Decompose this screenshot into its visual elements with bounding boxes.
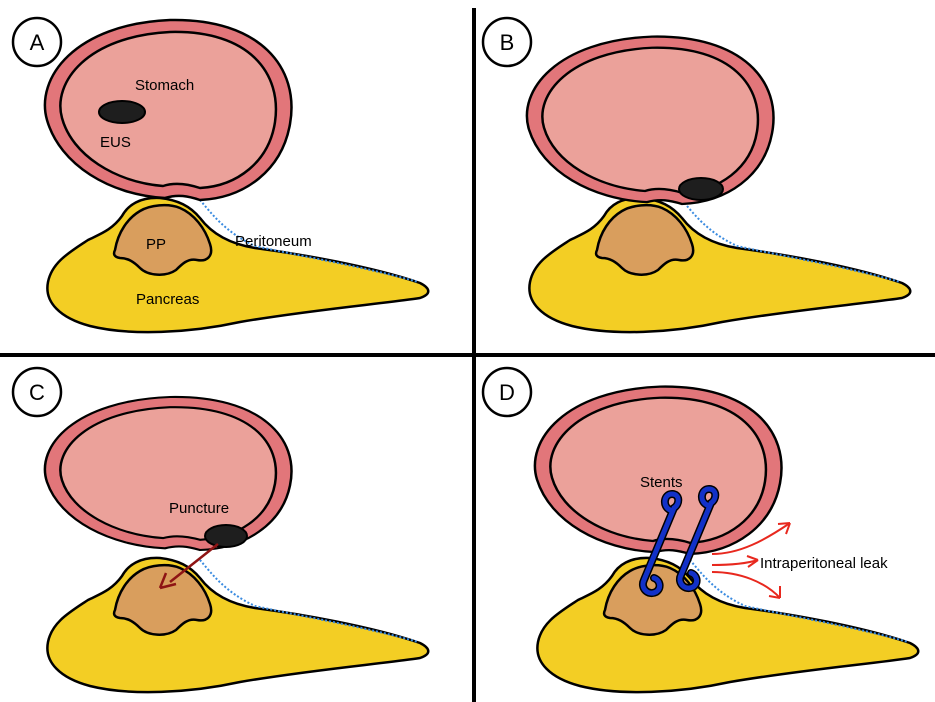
pancreas (47, 198, 428, 332)
pancreas (47, 558, 428, 692)
puncture-label: Puncture (169, 500, 229, 517)
eus-probe (99, 101, 145, 123)
panel-b: B (483, 18, 910, 332)
pancreas-label: Pancreas (136, 291, 199, 308)
eus-label: EUS (100, 134, 131, 151)
panel-letter: A (30, 30, 45, 55)
panel-letter: D (499, 380, 515, 405)
panel-letter: C (29, 380, 45, 405)
stomach-label: Stomach (135, 77, 194, 94)
leak-label: Intraperitoneal leak (760, 555, 888, 572)
panel-d: D Stents Intraperitoneal leak (483, 368, 918, 692)
panel-letter: B (500, 30, 515, 55)
leak-arrow-lower (712, 572, 780, 598)
eus-probe (205, 525, 247, 547)
pp-label: PP (146, 236, 166, 253)
pancreas (537, 558, 918, 692)
eus-probe (679, 178, 723, 200)
peritoneum-label: Peritoneum (235, 233, 312, 250)
pancreas (529, 198, 910, 332)
panel-a: A Stomach EUS PP Peritoneum Pancreas (13, 18, 428, 332)
panel-c: C Puncture (13, 368, 428, 692)
stents-label: Stents (640, 474, 683, 491)
